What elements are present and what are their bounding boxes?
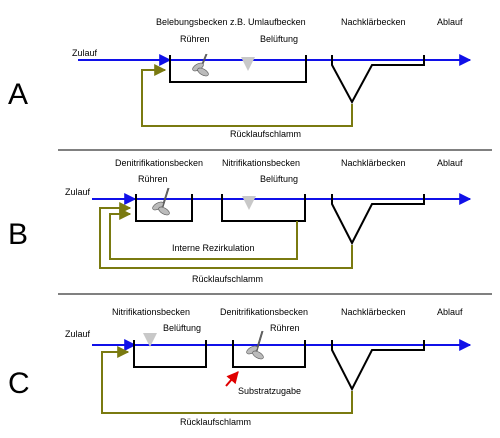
section-c-inflow-label: Zulauf <box>65 329 91 339</box>
section-c-aerator-icon <box>143 333 157 347</box>
section-b-aeration-label: Belüftung <box>260 174 298 184</box>
section-a-aerator-icon <box>241 57 255 71</box>
section-b-return-sludge-line <box>99 202 353 269</box>
section-c-substrate-arrow <box>225 371 239 387</box>
section-a-stirrer-icon <box>192 53 209 77</box>
section-c-nitrification-label: Nitrifikationsbecken <box>112 307 190 317</box>
section-a-clarifier-label: Nachklärbecken <box>341 17 406 27</box>
section-b-inflow-label: Zulauf <box>65 187 91 197</box>
section-c-return-sludge-line <box>101 346 353 414</box>
section-b-return-sludge-label: Rücklaufschlamm <box>192 274 263 284</box>
section-a-outflow-label: Ablauf <box>437 17 463 27</box>
section-b-denitrification-label: Denitrifikationsbecken <box>115 158 203 168</box>
section-b: B Denitrifikationsbecken Nitrifikationsb… <box>8 158 472 284</box>
section-a-aeration-basin <box>169 55 307 83</box>
section-c-denitrification-basin <box>232 340 306 368</box>
section-a-aeration-label: Belüftung <box>260 34 298 44</box>
section-c-stirring-label: Rühren <box>270 323 300 333</box>
section-b-nitrification-basin <box>221 194 306 222</box>
section-b-aerator-icon <box>242 196 256 210</box>
section-b-stirring-label: Rühren <box>138 174 168 184</box>
section-a-clarifier-tank <box>331 55 425 105</box>
section-a-stirring-label: Rühren <box>180 34 210 44</box>
section-b-denitrification-basin <box>135 194 193 222</box>
section-a-inflow-label: Zulauf <box>72 48 98 58</box>
section-c-nitrification-basin <box>133 340 207 368</box>
section-c-aeration-label: Belüftung <box>163 323 201 333</box>
section-b-letter: B <box>8 218 28 251</box>
section-a-basin-title: Belebungsbecken z.B. Umlaufbecken <box>156 17 306 27</box>
section-a-return-sludge-label: Rücklaufschlamm <box>230 129 301 139</box>
section-b-outflow-label: Ablauf <box>437 158 463 168</box>
section-c-stirrer-icon <box>246 330 264 360</box>
section-c-denitrification-label: Denitrifikationsbecken <box>220 307 308 317</box>
section-a: A Belebungsbecken z.B. Umlaufbecken Nach… <box>8 17 472 139</box>
section-b-clarifier-tank <box>331 194 425 246</box>
section-b-nitrification-label: Nitrifikationsbecken <box>222 158 300 168</box>
section-b-internal-recirculation-label: Interne Rezirkulation <box>172 243 255 253</box>
section-c-substrate-dosing-label: Substratzugabe <box>238 386 301 396</box>
section-a-return-sludge-line <box>141 64 353 127</box>
section-b-internal-recirculation-line <box>109 208 298 260</box>
section-a-letter: A <box>8 78 28 111</box>
section-c-letter: C <box>8 367 30 400</box>
section-c: C Nitrifikationsbecken Denitrifikationsb… <box>8 307 472 427</box>
section-c-return-sludge-label: Rücklaufschlamm <box>180 417 251 427</box>
section-b-clarifier-label: Nachklärbecken <box>341 158 406 168</box>
section-c-clarifier-tank <box>331 340 425 392</box>
section-c-clarifier-label: Nachklärbecken <box>341 307 406 317</box>
section-b-stirrer-icon <box>152 187 170 216</box>
section-c-outflow-label: Ablauf <box>437 307 463 317</box>
